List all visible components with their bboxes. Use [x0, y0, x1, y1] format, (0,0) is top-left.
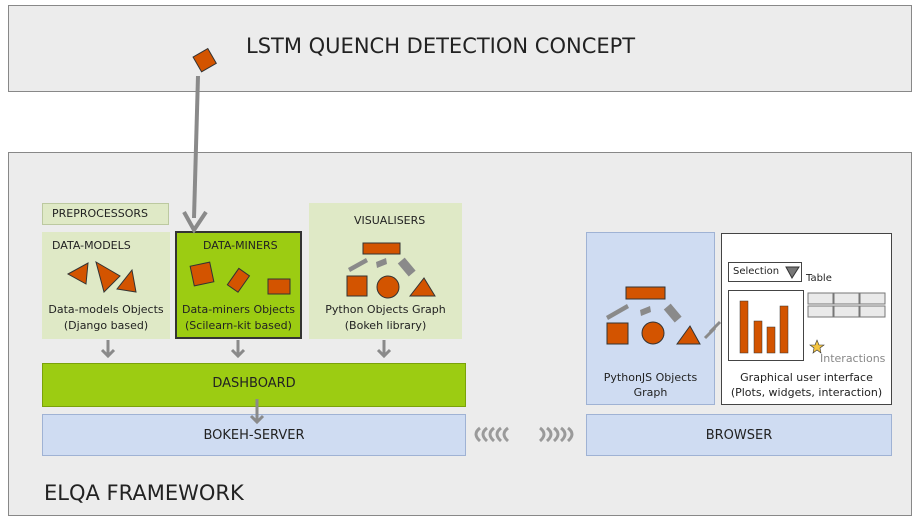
- concept-arrow: [192, 75, 200, 219]
- gui-line1: Graphical user interface: [740, 371, 873, 384]
- dashboard-bar: [42, 363, 466, 407]
- gui-line2: (Plots, widgets, interaction): [730, 386, 883, 399]
- vis-triangle-icon: [408, 277, 436, 297]
- framework-label: ELQA FRAMEWORK: [44, 481, 244, 505]
- pythonjs-line2: Graph: [633, 386, 668, 399]
- pjs-link-mid-icon: [640, 306, 651, 316]
- selection-dropdown-icon: [785, 266, 800, 279]
- pjs-link-left-icon: [606, 304, 629, 320]
- data-miners-title: DATA-MINERS: [203, 239, 278, 252]
- vis-link-right-icon: [397, 257, 416, 277]
- bar-chart-icon: [739, 300, 789, 354]
- pjs-square-icon: [606, 322, 629, 345]
- data-models-title: DATA-MODELS: [52, 239, 131, 252]
- vis-top-rect-icon: [362, 242, 401, 255]
- pythonjs-line1: PythonJS Objects: [603, 371, 698, 384]
- miner-square-icon: [189, 261, 215, 287]
- table-grid-icon: [807, 292, 886, 318]
- data-models-line1: Data-models Objects: [48, 303, 164, 316]
- down-arrows: [100, 340, 392, 425]
- diagram-title: LSTM QUENCH DETECTION CONCEPT: [246, 34, 636, 58]
- visualisers-box: [309, 203, 462, 339]
- selection-label: Selection: [733, 266, 780, 277]
- visualisers-line2: (Bokeh library): [344, 319, 427, 332]
- table-label: Table: [806, 273, 832, 284]
- vis-circle-icon: [376, 275, 400, 299]
- pjs-gui-link-icon: [703, 320, 722, 340]
- data-miners-line1: Data-miners Objects: [181, 303, 296, 316]
- wave-connector-icon: [474, 426, 574, 443]
- browser-bar: [586, 414, 892, 456]
- title-diamond-icon: [192, 47, 217, 73]
- star-icon: [809, 339, 825, 354]
- vis-square-icon: [346, 275, 368, 297]
- miner-diamond-icon: [226, 267, 251, 293]
- preprocessors-label-box: [42, 203, 169, 225]
- data-miners-line2: (Scilearn-kit based): [185, 319, 292, 332]
- visualisers-title: VISUALISERS: [354, 214, 426, 227]
- bokeh-server-label: BOKEH-SERVER: [203, 428, 305, 443]
- selection-dropdown: [728, 262, 802, 282]
- visualisers-line1: Python Objects Graph: [325, 303, 446, 316]
- data-models-line2: (Django based): [63, 319, 149, 332]
- dm-triangle-right-icon: [116, 268, 137, 293]
- preprocessors-label: PREPROCESSORS: [52, 207, 149, 220]
- interactions-label: Interactions: [820, 352, 886, 365]
- vis-link-left-icon: [348, 258, 368, 272]
- title-bar: [8, 5, 912, 92]
- miner-rect-icon: [267, 278, 291, 295]
- browser-label: BROWSER: [705, 428, 773, 443]
- dm-triangle-mid-icon: [95, 260, 121, 293]
- vis-link-mid-icon: [376, 258, 387, 268]
- pjs-link-right-icon: [663, 303, 682, 323]
- concept-arrowhead-icon: [182, 210, 208, 234]
- dm-triangle-left-icon: [66, 262, 89, 285]
- pjs-circle-icon: [641, 321, 665, 345]
- pjs-triangle-icon: [676, 325, 701, 345]
- dashboard-label: DASHBOARD: [212, 376, 296, 391]
- pjs-top-rect-icon: [625, 286, 666, 300]
